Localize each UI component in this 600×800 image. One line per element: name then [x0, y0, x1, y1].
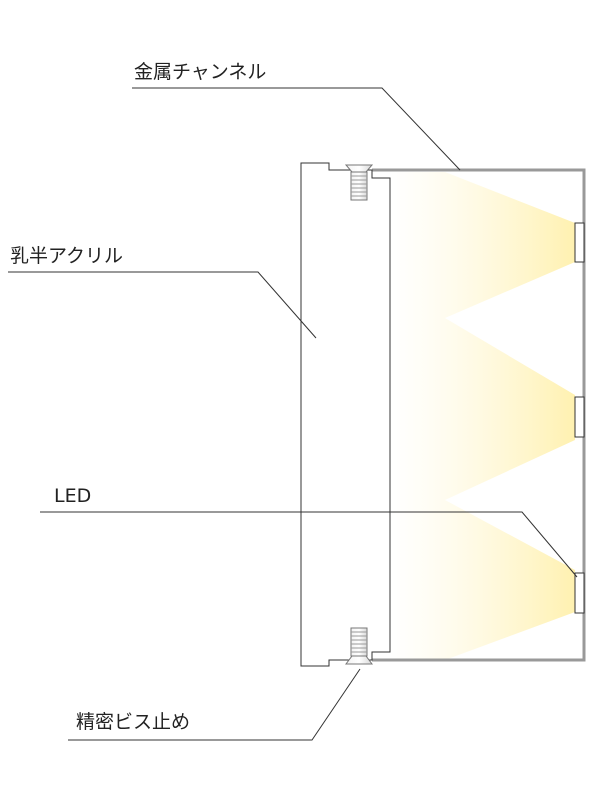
- screw-top-icon: [344, 164, 374, 201]
- leader-screw: [68, 668, 361, 741]
- led-module-top: [574, 222, 585, 263]
- light-beam-middle: [390, 318, 575, 500]
- label-led: LED: [54, 485, 91, 507]
- light-beam-top: [390, 172, 575, 318]
- led-module-middle: [574, 396, 585, 438]
- label-metal-channel: 金属チャンネル: [134, 61, 266, 83]
- acrylic-panel: [300, 162, 391, 667]
- leader-led: [40, 511, 578, 578]
- light-beam-bottom: [390, 500, 575, 660]
- led-module-bottom: [574, 572, 585, 614]
- light-beams: [390, 172, 575, 660]
- leader-channel: [132, 87, 461, 171]
- label-acrylic: 乳半アクリル: [10, 245, 123, 267]
- label-screw: 精密ビス止め: [76, 711, 190, 733]
- screw-bottom-icon: [345, 627, 373, 665]
- leader-acrylic: [8, 271, 317, 339]
